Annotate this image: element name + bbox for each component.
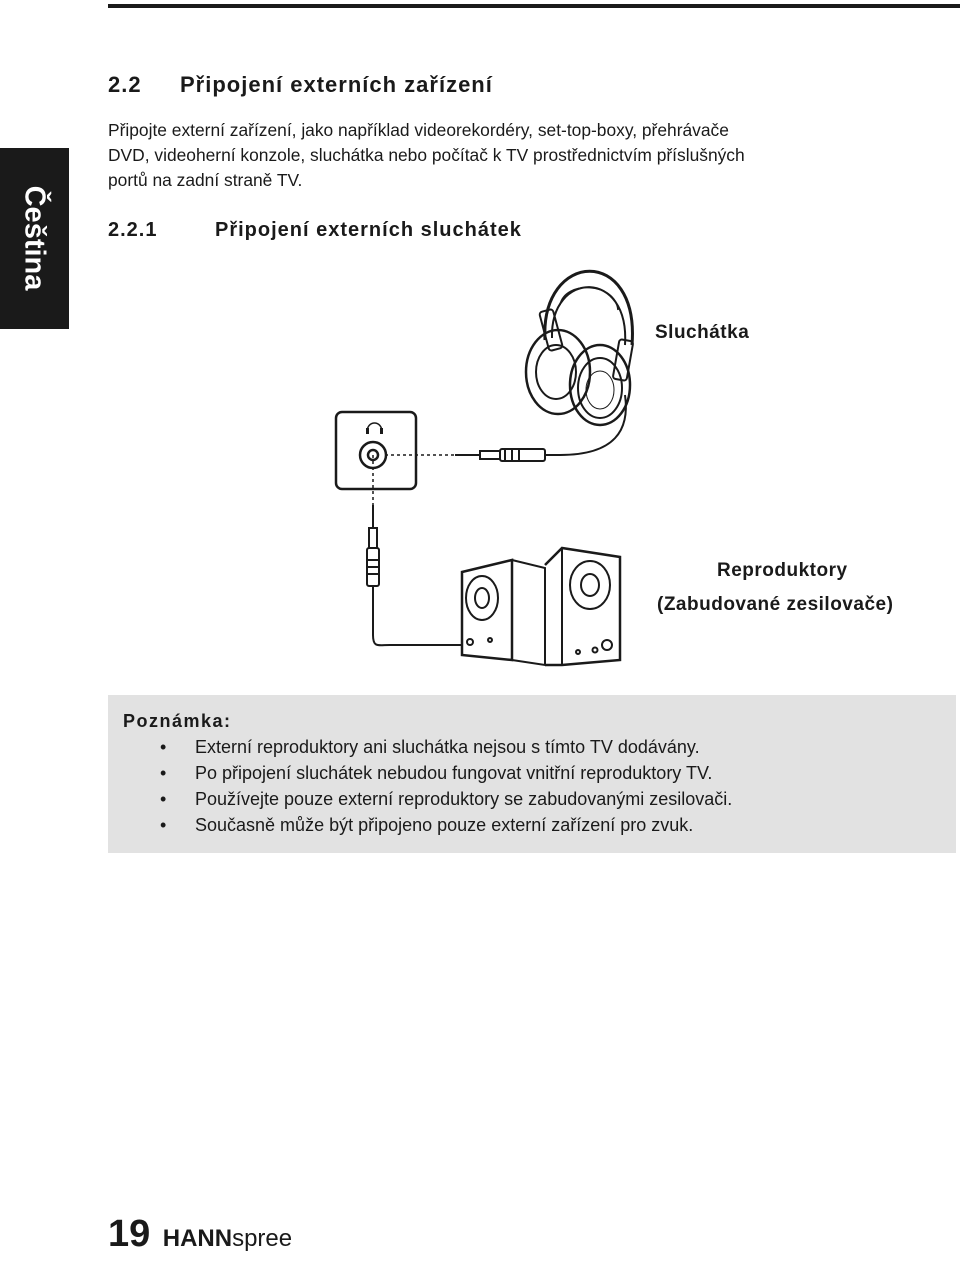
headphones-illustration [524,269,634,427]
note-item-text: Po připojení sluchátek nebudou fungovat … [195,763,713,783]
speakers-label: Reproduktory [717,560,848,581]
note-item: • Externí reproduktory ani sluchátka nejs… [108,734,732,760]
section-title: Připojení externích zařízení [180,72,493,97]
intro-line: Připojte externí zařízení, jako napříkla… [108,120,729,140]
connection-diagram [334,269,634,667]
note-list: • Externí reproduktory ani sluchátka nejs… [108,734,732,838]
intro-line: DVD, videoherní konzole, sluchátka nebo … [108,145,745,165]
note-item: • Současně může být připojeno pouze exter… [108,812,732,838]
subsection-heading: 2.2.1 Připojení externích sluchátek [108,219,522,242]
bullet: • [160,789,167,809]
note-item: • Používejte pouze externí reproduktory s… [108,786,732,812]
speaker-plug [366,505,462,647]
headphones-label: Sluchátka [655,322,750,343]
bullet: • [160,737,167,757]
note-item-text: Používejte pouze externí reproduktory se… [195,789,733,809]
bullet: • [160,815,167,835]
note-item-text: Externí reproduktory ani sluchátka nejso… [195,737,700,757]
brand-logo-bold: HANN [162,1225,233,1252]
audio-jack-panel [334,410,418,491]
note-item: • Po připojení sluchátek nebudou fungovat… [108,760,732,786]
subsection-title: Připojení externích sluchátek [215,219,522,241]
top-rule [108,4,960,8]
speakers-sublabel: (Zabudované zesilovače) [657,594,894,615]
brand-logo-light: spree [232,1225,293,1252]
page-number: 19 [108,1213,151,1255]
headphone-plug [455,448,546,462]
brand-logo: HANNspree [163,1225,292,1253]
intro-line: portů na zadní straně TV. [108,170,303,190]
section-heading: 2.2 Připojení externích zařízení [108,72,493,98]
section-number: 2.2 [108,72,142,97]
intro-paragraph: Připojte externí zařízení, jako napříkla… [108,118,948,193]
language-tab: Čeština [0,148,69,329]
note-title: Poznámka: [123,711,232,731]
subsection-number: 2.2.1 [108,219,158,241]
page-footer: 19 HANNspree [108,1213,292,1256]
speakers-illustration [460,546,622,667]
bullet: • [160,763,167,783]
note-box: Poznámka: • Externí reproduktory ani sluc… [108,695,956,853]
note-item-text: Současně může být připojeno pouze extern… [195,815,694,835]
language-tab-label: Čeština [18,185,51,291]
